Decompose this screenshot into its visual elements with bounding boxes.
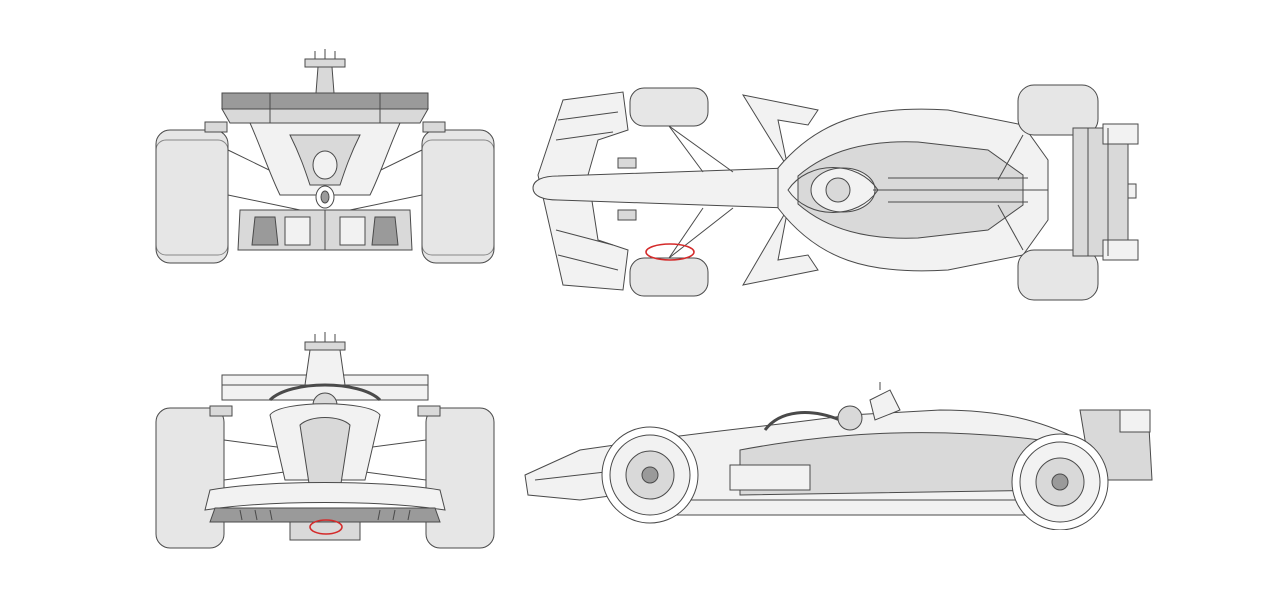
front-left-tyre (629, 87, 709, 127)
halo-side (763, 411, 841, 431)
side-view-drawing (524, 382, 1153, 530)
rear-right-tyre-top (1017, 249, 1099, 301)
rear-left-tyre-top (1017, 84, 1099, 136)
front-view-drawing (155, 332, 495, 549)
top-view-drawing (532, 84, 1139, 301)
rear-left-tyre (155, 129, 229, 264)
rear-wing (221, 92, 429, 110)
rear-right-tyre (421, 129, 495, 264)
rear-view-drawing (155, 49, 495, 264)
front-right-tyre (629, 257, 709, 297)
highlight-front-suspension (645, 243, 695, 261)
top-view (528, 80, 1148, 305)
front-left-tyre-front (155, 407, 225, 549)
halo (268, 383, 382, 402)
nose (299, 417, 351, 491)
front-view (150, 330, 500, 555)
side-view (520, 380, 1160, 530)
rear-view (150, 45, 500, 270)
front-right-tyre-front (425, 407, 495, 549)
front-wing-front (204, 482, 446, 511)
rear-wing-top (1072, 127, 1129, 257)
highlight-front-wing-mount (309, 519, 343, 535)
